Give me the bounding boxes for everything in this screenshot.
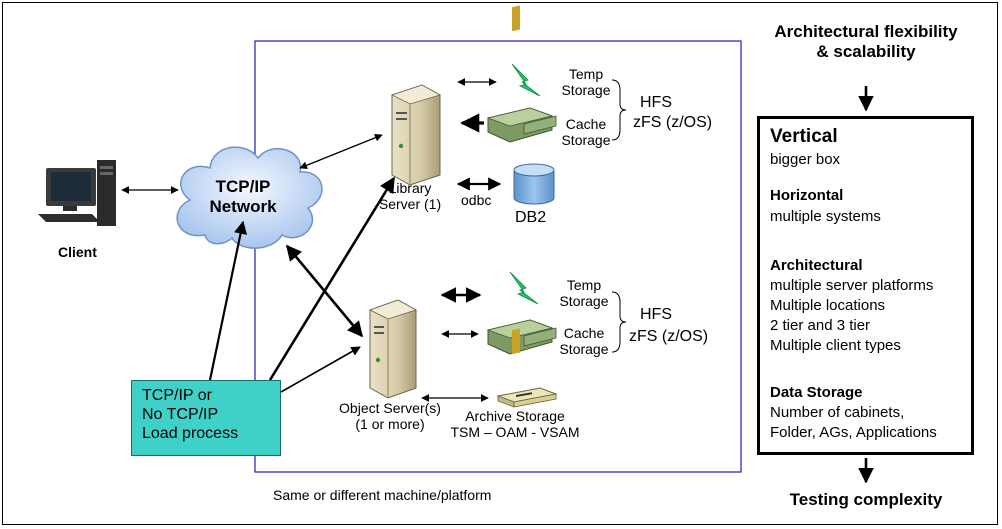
temp-storage-label-line2: Storage bbox=[559, 293, 609, 310]
section-heading: Horizontal bbox=[770, 187, 844, 204]
section-line: bigger box bbox=[770, 151, 841, 168]
section-line: multiple server platforms bbox=[770, 277, 934, 294]
network-label-line1: TCP/IP bbox=[215, 177, 271, 196]
temp-storage-label: Temp Storage bbox=[553, 277, 615, 309]
hfs-label: HFS bbox=[640, 94, 672, 111]
network-label-line2: Network bbox=[209, 196, 277, 216]
section-line: multiple systems bbox=[770, 208, 881, 225]
db2-label: DB2 bbox=[515, 209, 547, 226]
load-box-line: Load process bbox=[142, 425, 239, 442]
client-label: Client bbox=[58, 244, 97, 260]
cache-storage-label-line2: Storage bbox=[561, 132, 611, 149]
platform-caption: Same or different machine/platform bbox=[273, 487, 492, 503]
archive-storage-label-line1: Archive Storage bbox=[465, 408, 565, 424]
archive-storage-label-line2: TSM – OAM - VSAM bbox=[450, 424, 580, 441]
scalability-panel: Vertical bigger box Horizontal multiple … bbox=[757, 116, 974, 455]
section-heading: Vertical bbox=[770, 126, 838, 147]
client-computer-icon bbox=[38, 160, 116, 226]
object-server-label: Object Server(s) (1 or more) bbox=[330, 400, 450, 432]
lightning-icon bbox=[511, 63, 541, 97]
object-server-label-line1: Object Server(s) bbox=[339, 400, 441, 416]
database-icon bbox=[513, 163, 555, 205]
lightning-icon bbox=[509, 271, 539, 305]
archive-storage-label: Archive Storage TSM – OAM - VSAM bbox=[440, 408, 590, 440]
right-title-line2: & scalability bbox=[816, 41, 916, 61]
section-line: Multiple client types bbox=[770, 337, 901, 354]
cache-storage-label: Cache Storage bbox=[555, 116, 617, 148]
zfs-label: zFS (z/OS) bbox=[629, 328, 709, 345]
right-title-line1: Architectural flexibility bbox=[774, 22, 958, 41]
platform-boundary bbox=[254, 40, 742, 473]
section-line: Number of cabinets, bbox=[770, 404, 905, 421]
load-box-line: No TCP/IP bbox=[142, 406, 219, 423]
load-box-line: TCP/IP or bbox=[142, 387, 212, 404]
right-footer: Testing complexity bbox=[789, 490, 943, 509]
right-title: Architectural flexibility & scalability bbox=[748, 22, 984, 61]
zfs-label: zFS (z/OS) bbox=[633, 114, 713, 131]
library-server-label-line1: Library bbox=[388, 180, 432, 196]
section-line: Folder, AGs, Applications bbox=[770, 424, 937, 441]
section-heading: Architectural bbox=[770, 257, 863, 274]
hfs-label: HFS bbox=[640, 306, 672, 323]
temp-storage-label-line2: Storage bbox=[561, 82, 611, 99]
network-label: TCP/IP Network bbox=[198, 177, 288, 216]
temp-storage-label: Temp Storage bbox=[555, 66, 617, 98]
server-tower-icon bbox=[390, 84, 442, 186]
cache-storage-label-line2: Storage bbox=[559, 341, 609, 358]
section-line: Multiple locations bbox=[770, 297, 886, 314]
money-stack-icon bbox=[486, 319, 557, 355]
section-line: 2 tier and 3 tier bbox=[770, 317, 871, 334]
server-tower-icon bbox=[368, 299, 418, 399]
tape-drive-icon bbox=[496, 387, 558, 408]
object-server-label-line2: (1 or more) bbox=[355, 416, 425, 433]
cache-storage-label-line1: Cache bbox=[563, 325, 605, 341]
temp-storage-label-line1: Temp bbox=[568, 66, 604, 82]
money-stack-icon bbox=[486, 5, 557, 143]
library-server-label: Library Server (1) bbox=[370, 180, 450, 212]
temp-storage-label-line1: Temp bbox=[566, 277, 602, 293]
library-server-label-line2: Server (1) bbox=[378, 196, 442, 213]
section-heading: Data Storage bbox=[770, 384, 863, 401]
load-process-box: TCP/IP or No TCP/IP Load process bbox=[131, 380, 281, 456]
cache-storage-label-line1: Cache bbox=[565, 116, 607, 132]
network-cloud-icon bbox=[176, 146, 323, 249]
odbc-label: odbc bbox=[461, 192, 492, 208]
cache-storage-label: Cache Storage bbox=[553, 325, 615, 357]
